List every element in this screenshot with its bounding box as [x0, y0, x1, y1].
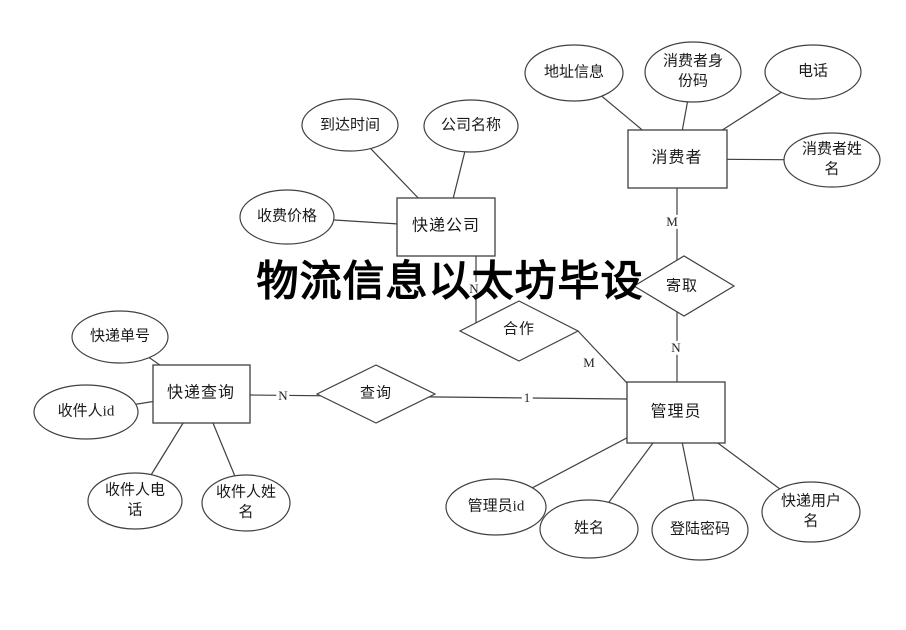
- attribute-ellipse-address-info: [524, 44, 624, 102]
- entity-box-express-query: [152, 364, 251, 424]
- attribute-ellipse-recipient-id: [33, 384, 139, 440]
- attribute-ellipse-consumer-id-code: [644, 41, 742, 103]
- entity-box-admin: [626, 381, 726, 444]
- page-title: 物流信息以太坊毕设: [256, 257, 644, 305]
- cardinality-consumer-sendpick: M: [664, 213, 680, 230]
- attribute-shapes: [33, 41, 881, 561]
- attribute-ellipse-phone: [764, 44, 862, 100]
- cardinality-query-admin: 1: [521, 389, 533, 406]
- attribute-ellipse-admin-id: [445, 478, 547, 536]
- attribute-ellipse-name: [539, 499, 639, 559]
- attribute-ellipse-arrival-time: [301, 98, 399, 152]
- edge-query-chain: [249, 394, 628, 400]
- attribute-ellipse-recipient-phone: [87, 472, 183, 530]
- cardinality-sendpick-admin: N: [669, 339, 683, 356]
- attribute-ellipse-login-password: [651, 499, 749, 561]
- entity-box-express-company: [396, 197, 496, 257]
- attribute-ellipse-express-username: [761, 481, 861, 543]
- cardinality-cooperate-admin: M: [581, 354, 597, 371]
- attribute-ellipse-company-name: [423, 99, 519, 153]
- edge-cooperate-admin: [577, 330, 628, 384]
- entity-shapes: [152, 129, 728, 444]
- relationship-diamond-query: [315, 364, 437, 424]
- attribute-ellipse-tracking-number: [71, 310, 169, 364]
- cardinality-expressquery-query: N: [276, 387, 290, 404]
- attribute-ellipse-charge-price: [239, 189, 335, 245]
- cardinality-company-cooperate: N: [467, 280, 481, 297]
- attribute-ellipse-recipient-name: [201, 474, 291, 532]
- attribute-ellipse-consumer-name: [783, 132, 881, 188]
- relationship-diamond-send-pick: [632, 255, 736, 317]
- relationship-shapes: [315, 255, 736, 424]
- relationship-diamond-cooperate: [458, 300, 580, 362]
- entity-box-consumer: [627, 129, 728, 189]
